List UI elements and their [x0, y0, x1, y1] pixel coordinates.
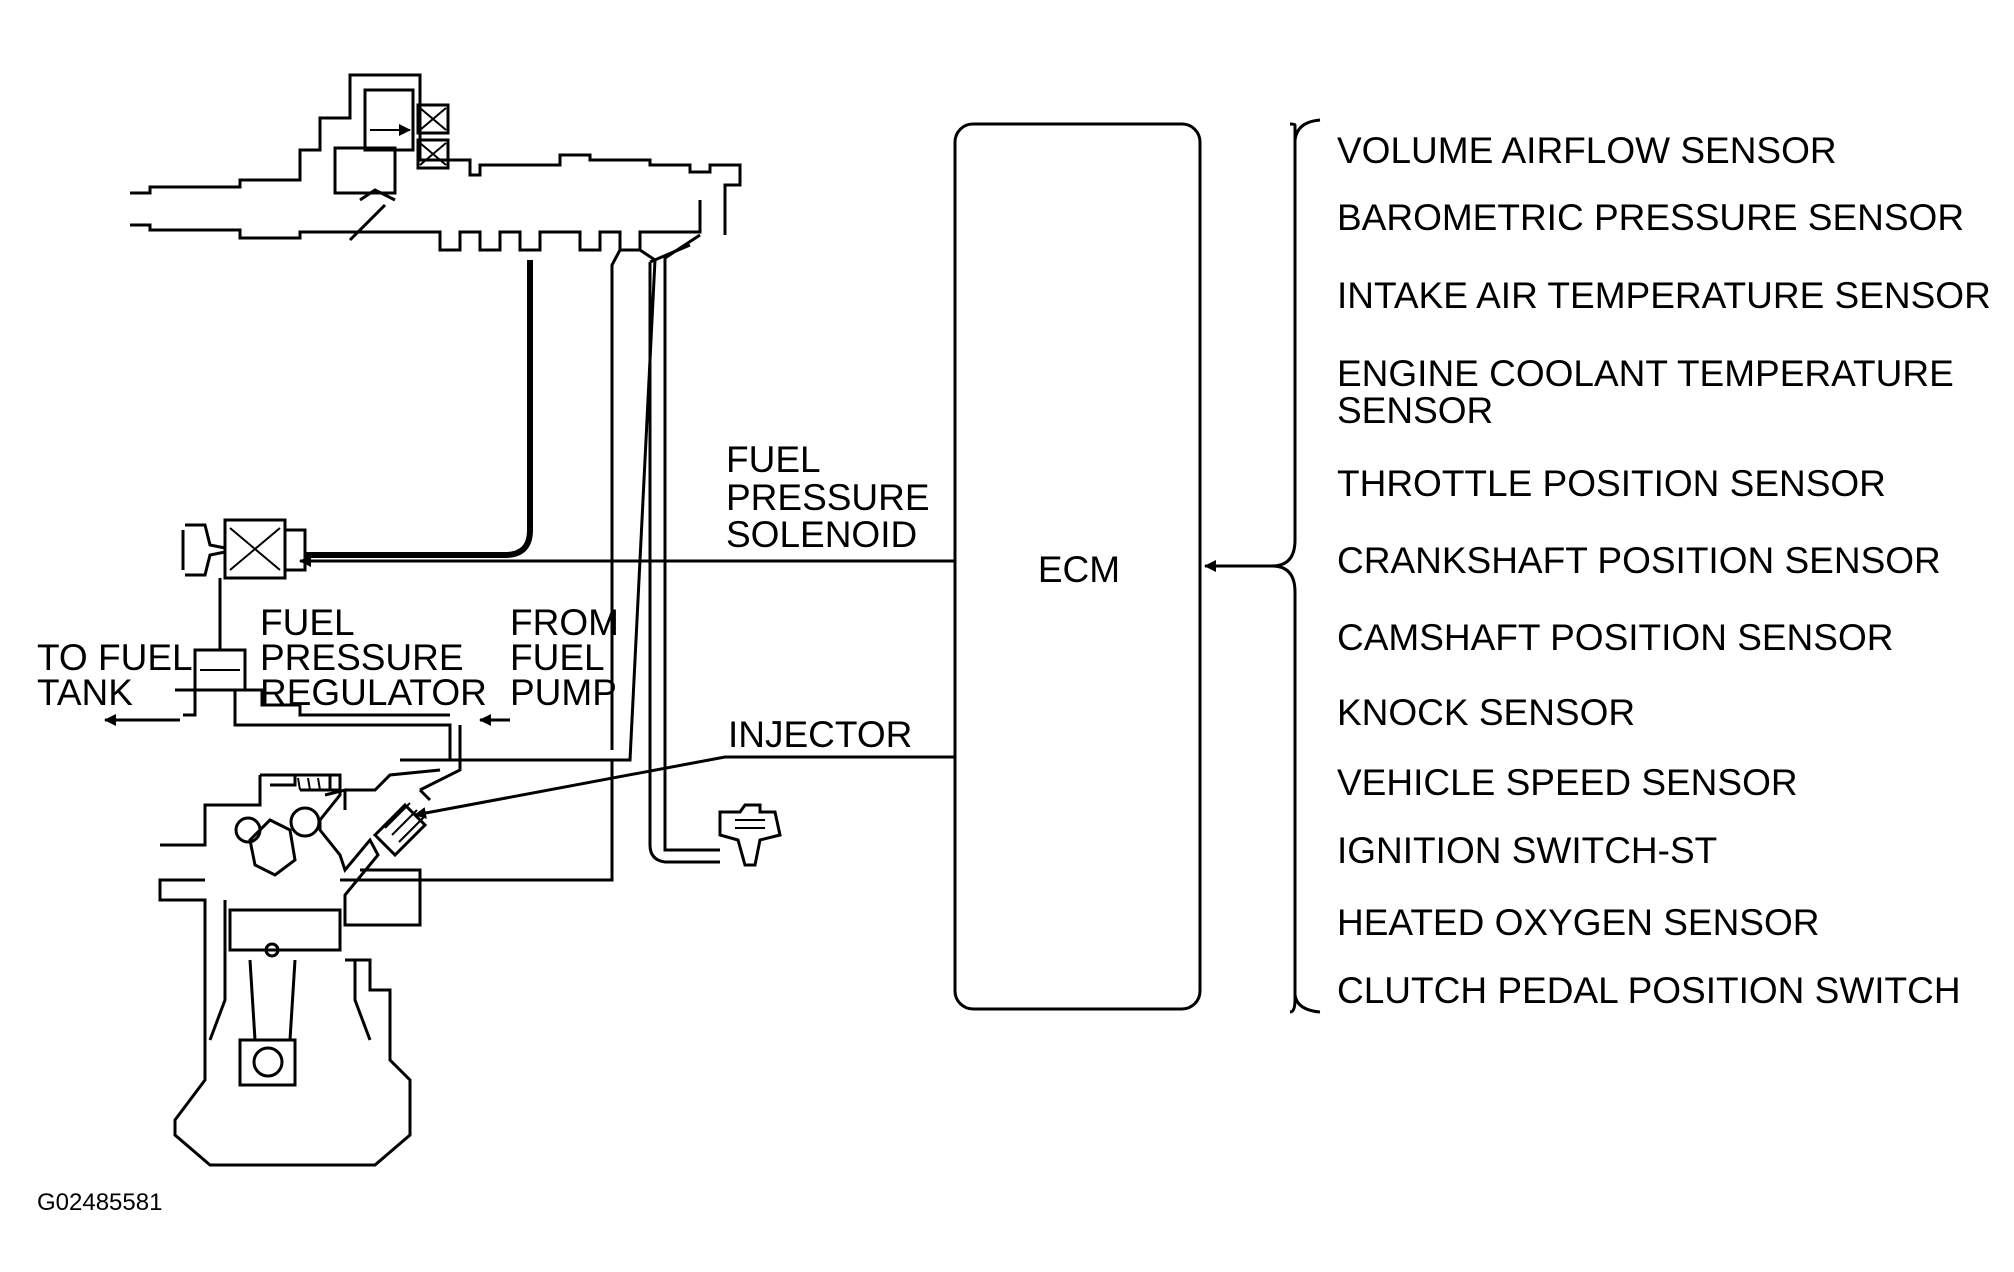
to-fuel-tank-label: TO FUEL TANK	[37, 637, 193, 713]
ecm-label: ECM	[1038, 549, 1120, 590]
sensor-item-volume-airflow: VOLUME AIRFLOW SENSOR	[1337, 130, 1837, 171]
sensor-item-throttle-position: THROTTLE POSITION SENSOR	[1337, 463, 1886, 504]
fps-line-2: PRESSURE	[726, 477, 930, 518]
sensor-list: VOLUME AIRFLOW SENSOR BAROMETRIC PRESSUR…	[1337, 130, 1991, 1011]
intake-pipe	[270, 768, 441, 792]
intake-manifold	[130, 73, 742, 252]
fpr-line-3: REGULATOR	[260, 672, 487, 713]
ffp-line-3: PUMP	[510, 672, 617, 713]
fuel-lines	[305, 233, 720, 882]
sensor-bracket-bottom	[1293, 994, 1321, 1014]
injector-signal-line	[414, 755, 955, 819]
ffp-line-1: FROM	[510, 602, 619, 643]
injector-label: INJECTOR	[728, 714, 912, 755]
ecm-box	[953, 122, 1202, 1011]
sensor-item-knock: KNOCK SENSOR	[1337, 692, 1635, 733]
sensor-bracket	[1271, 122, 1297, 1014]
fuel-pressure-solenoid	[181, 518, 307, 650]
sensor-item-vehicle-speed: VEHICLE SPEED SENSOR	[1337, 762, 1798, 803]
ffp-line-2: FUEL	[510, 637, 605, 678]
sensor-item-ignition-switch: IGNITION SWITCH-ST	[1337, 830, 1717, 871]
sensor-item-barometric-pressure: BAROMETRIC PRESSURE SENSOR	[1337, 197, 1964, 238]
tft-line-2: TANK	[37, 672, 133, 713]
sensor-item-intake-air-temperature: INTAKE AIR TEMPERATURE SENSOR	[1337, 275, 1991, 316]
sensor-item-camshaft-position: CAMSHAFT POSITION SENSOR	[1337, 617, 1893, 658]
fps-line-1: FUEL	[726, 439, 821, 480]
fuel-pressure-regulator-label: FUEL PRESSURE REGULATOR	[260, 602, 487, 713]
sensor-item-clutch-pedal-position: CLUTCH PEDAL POSITION SWITCH	[1337, 970, 1961, 1011]
tft-line-1: TO FUEL	[37, 637, 193, 678]
fpr-line-2: PRESSURE	[260, 637, 464, 678]
engine-block	[158, 773, 422, 1167]
sensor-item-heated-oxygen: HEATED OXYGEN SENSOR	[1337, 902, 1819, 943]
fps-line-3: SOLENOID	[726, 514, 917, 555]
fpr-line-1: FUEL	[260, 602, 355, 643]
pressure-port	[718, 803, 782, 867]
fuel-pressure-regulator	[175, 648, 462, 792]
sensor-item-crankshaft-position: CRANKSHAFT POSITION SENSOR	[1337, 540, 1941, 581]
sensor-item-engine-coolant-temperature-2: SENSOR	[1337, 390, 1493, 431]
injector	[372, 788, 432, 858]
sensor-item-engine-coolant-temperature: ENGINE COOLANT TEMPERATURE	[1337, 353, 1954, 394]
fuel-pressure-solenoid-label: FUEL PRESSURE SOLENOID	[726, 439, 930, 555]
from-fuel-pump-label: FROM FUEL PUMP	[510, 602, 619, 713]
sensor-bracket-top	[1293, 118, 1321, 141]
figure-id: G02485581	[37, 1189, 162, 1216]
